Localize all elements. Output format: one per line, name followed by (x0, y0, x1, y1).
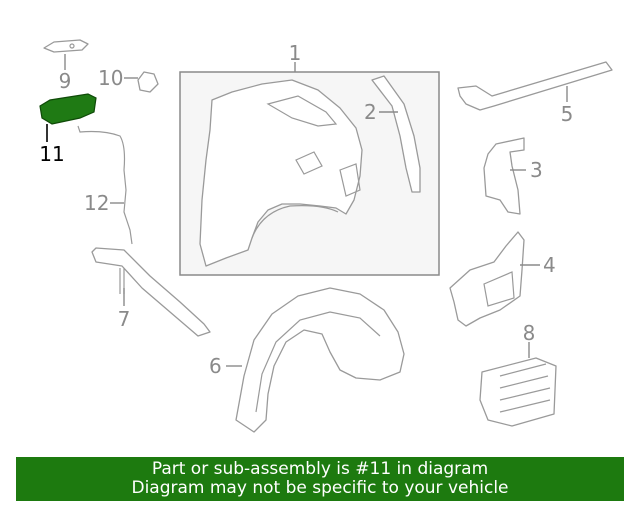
part-8-vent (479, 357, 557, 427)
callout-3: 3 (530, 158, 543, 182)
part-6-wheel-liner (235, 287, 405, 433)
banner-line-1: Part or sub-assembly is #11 in diagram (151, 459, 489, 479)
banner-line-2: Diagram may not be specific to your vehi… (131, 478, 509, 498)
part-2-pillar-trim (371, 75, 421, 193)
part-1-fuel-door-outline (295, 151, 323, 175)
part-4-inner-panel (449, 231, 525, 327)
callout-2: 2 (364, 100, 377, 124)
callout-6: 6 (209, 354, 222, 378)
part-11-highlighted (39, 93, 97, 125)
part-8-vent-slats (499, 363, 551, 413)
callout-10: 10 (98, 66, 123, 90)
callout-4: 4 (543, 253, 556, 277)
part-10-clip (137, 71, 159, 93)
part-9-plate (43, 39, 89, 53)
callout-5: 5 (561, 102, 574, 126)
part-1-lamp-pocket (339, 163, 361, 197)
info-banner: Part or sub-assembly is #11 in diagram D… (16, 457, 624, 501)
part-6-liner-inner-edge (255, 311, 381, 413)
part-12-cable (77, 125, 133, 245)
part-3-bracket (483, 137, 525, 215)
callout-1: 1 (289, 41, 302, 65)
part-1-wheel-arch (251, 205, 339, 239)
part-1-window-cutout (266, 95, 338, 127)
callout-12: 12 (84, 191, 109, 215)
callout-8: 8 (523, 321, 536, 345)
part-1-quarter-panel (199, 79, 363, 267)
callout-7: 7 (118, 307, 131, 331)
part-4-opening (483, 271, 515, 307)
part-9-hole (69, 43, 75, 49)
callout-11: 11 (39, 142, 64, 166)
part-5-brace (457, 61, 613, 111)
callout-9: 9 (59, 69, 72, 93)
part-7-trim-strip (91, 247, 211, 337)
